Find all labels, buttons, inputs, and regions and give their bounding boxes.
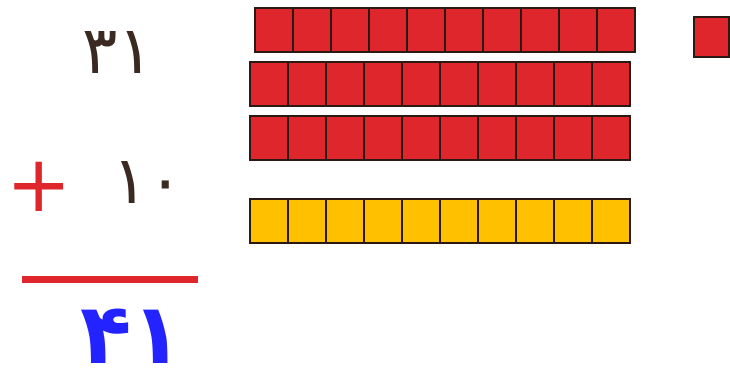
plus-sign: + [6, 146, 71, 224]
rod-cell [325, 115, 365, 161]
rod-cell [520, 7, 560, 53]
second-addend: ۱۰ [112, 148, 183, 214]
rod-cell [515, 198, 555, 244]
rod-cell [249, 198, 289, 244]
red-ten-rod [254, 7, 636, 53]
rod-cell [406, 7, 446, 53]
rod-cell [287, 61, 327, 107]
rod-cell [477, 61, 517, 107]
rod-cell [439, 115, 479, 161]
rod-cell [363, 61, 403, 107]
rod-cell [553, 198, 593, 244]
yellow-ten-rod [249, 198, 631, 244]
rod-cell [254, 7, 294, 53]
rod-cell [401, 61, 441, 107]
rod-cell [553, 61, 593, 107]
red-unit-cube [693, 16, 730, 58]
rod-cell [249, 61, 289, 107]
rod-cell [330, 7, 370, 53]
rod-cell [439, 198, 479, 244]
rod-cell [439, 61, 479, 107]
rod-cell [401, 115, 441, 161]
red-ten-rod [249, 115, 631, 161]
rod-cell [363, 115, 403, 161]
rod-cell [596, 7, 636, 53]
first-addend: ۳۱ [82, 18, 153, 84]
rod-cell [325, 198, 365, 244]
rod-cell [444, 7, 484, 53]
rod-cell [553, 115, 593, 161]
sum-result: ۴۱ [80, 292, 183, 376]
rod-cell [401, 198, 441, 244]
rod-cell [558, 7, 598, 53]
rod-cell [292, 7, 332, 53]
red-ten-rod [249, 61, 631, 107]
rod-cell [368, 7, 408, 53]
rod-cell [591, 198, 631, 244]
rod-cell [477, 198, 517, 244]
rod-cell [515, 115, 555, 161]
rod-cell [249, 115, 289, 161]
rod-cell [287, 198, 327, 244]
rod-cell [477, 115, 517, 161]
rod-cell [591, 61, 631, 107]
rod-cell [287, 115, 327, 161]
rod-cell [515, 61, 555, 107]
rod-cell [591, 115, 631, 161]
rod-cell [482, 7, 522, 53]
rod-cell [325, 61, 365, 107]
sum-line [22, 276, 198, 283]
rod-cell [363, 198, 403, 244]
